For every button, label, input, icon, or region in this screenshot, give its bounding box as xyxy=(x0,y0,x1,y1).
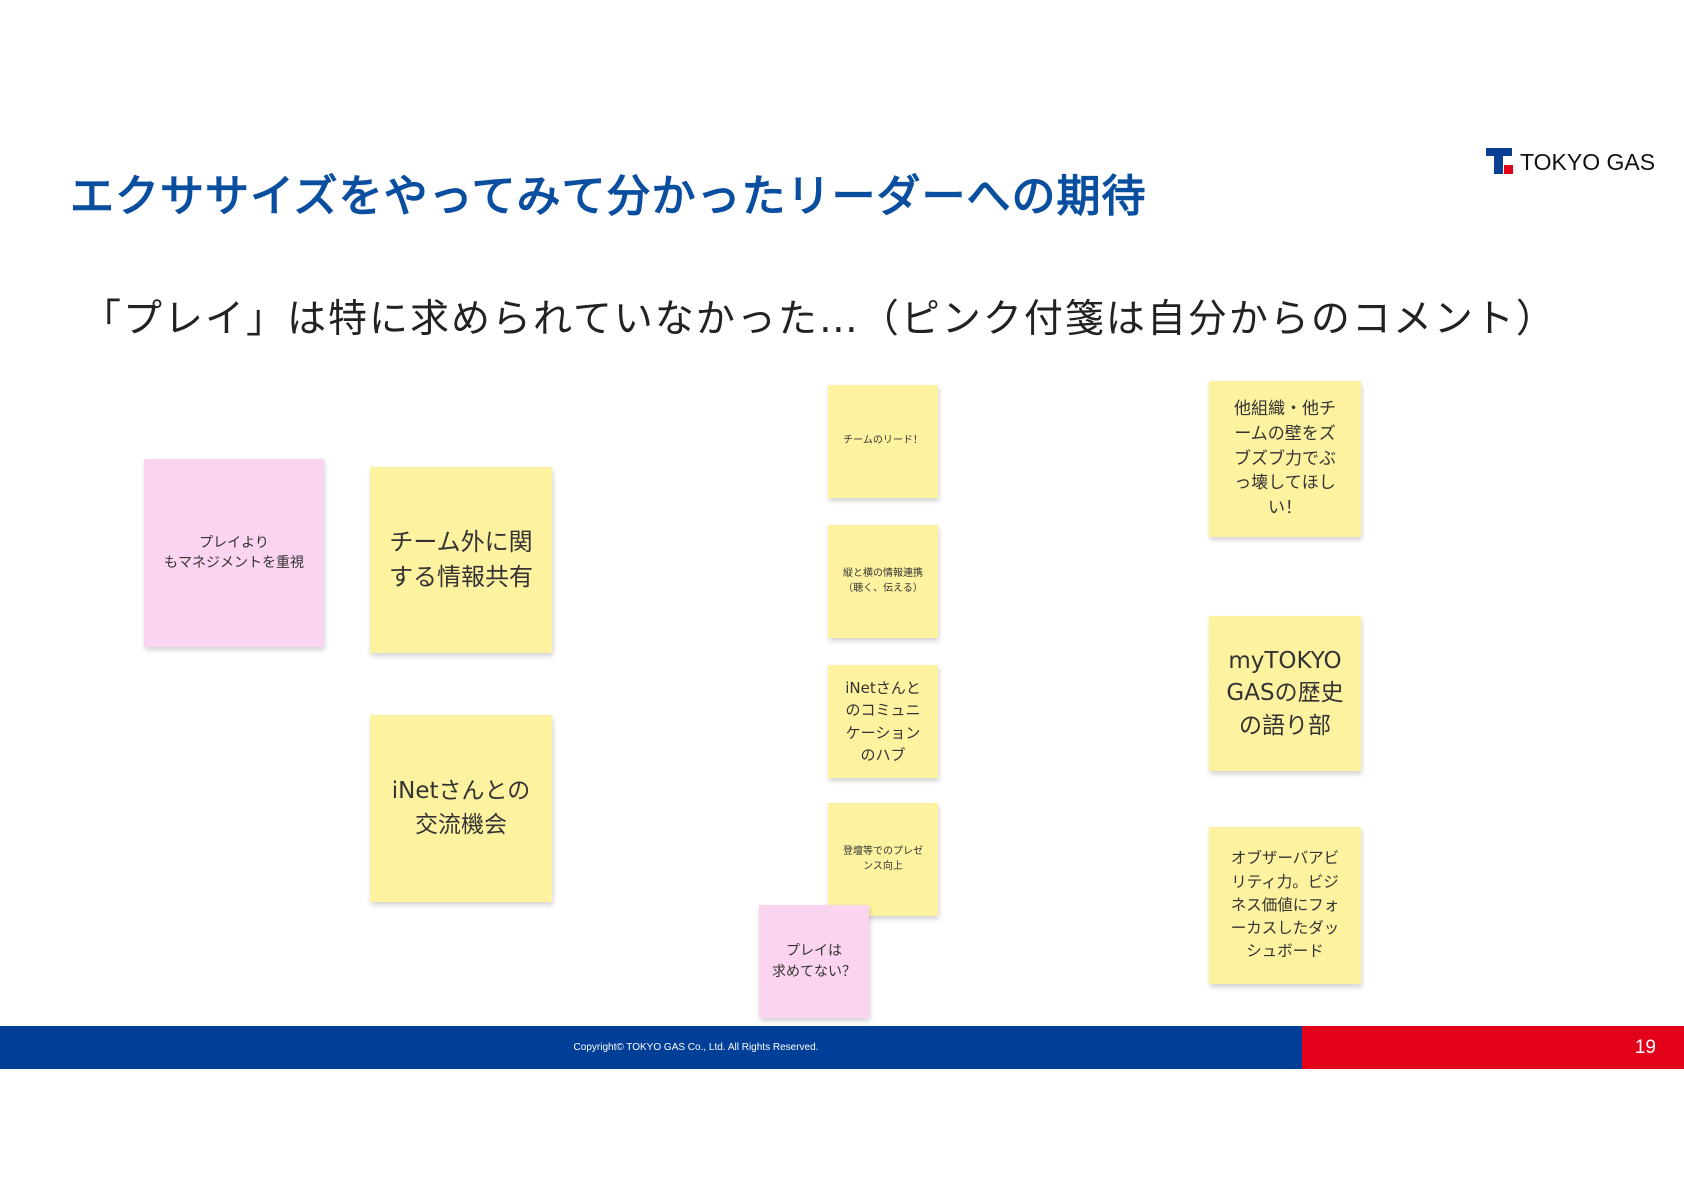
sticky-note: 他組織・他チ ームの壁をズ ブズブ力でぶ っ壊してほし い！ xyxy=(1209,381,1361,537)
page-number: 19 xyxy=(1634,1036,1656,1058)
sticky-note-pink: プレイは 求めてない？ xyxy=(759,905,869,1018)
copyright-text: Copyright© TOKYO GAS Co., Ltd. All Right… xyxy=(573,1042,819,1053)
tokyo-gas-logo-icon xyxy=(1486,148,1516,176)
sticky-note-pink: プレイより もマネジメントを重視 xyxy=(144,459,324,647)
tokyo-gas-logo: TOKYO GAS xyxy=(1486,147,1655,177)
sticky-note: myTOKYO GASの歴史 の語り部 xyxy=(1209,616,1361,771)
footer-accent: 19 xyxy=(1302,1026,1684,1069)
slide-title: エクササイズをやってみて分かったリーダーへの期待 xyxy=(70,171,1147,222)
footer-bar: Copyright© TOKYO GAS Co., Ltd. All Right… xyxy=(0,1026,1302,1069)
sticky-note: 縦と横の情報連携 （聴く、伝える） xyxy=(828,525,938,638)
logo-text: TOKYO GAS xyxy=(1520,148,1656,175)
sticky-note: 登壇等でのプレゼ ンス向上 xyxy=(828,803,938,916)
sticky-note: iNetさんとの 交流機会 xyxy=(370,715,552,902)
slide-subtitle: 「プレイ」は特に求められていなかった…（ピンク付箋は自分からのコメント） xyxy=(82,297,1557,342)
sticky-note: チーム外に関 する情報共有 xyxy=(370,467,552,653)
sticky-note: iNetさんと のコミュニ ケーション のハブ xyxy=(828,665,938,778)
sticky-note: オブザーバアビ リティ力。ビジ ネス価値にフォ ーカスしたダッ シュボード xyxy=(1209,827,1361,984)
sticky-note: チームのリード！ xyxy=(828,385,938,498)
